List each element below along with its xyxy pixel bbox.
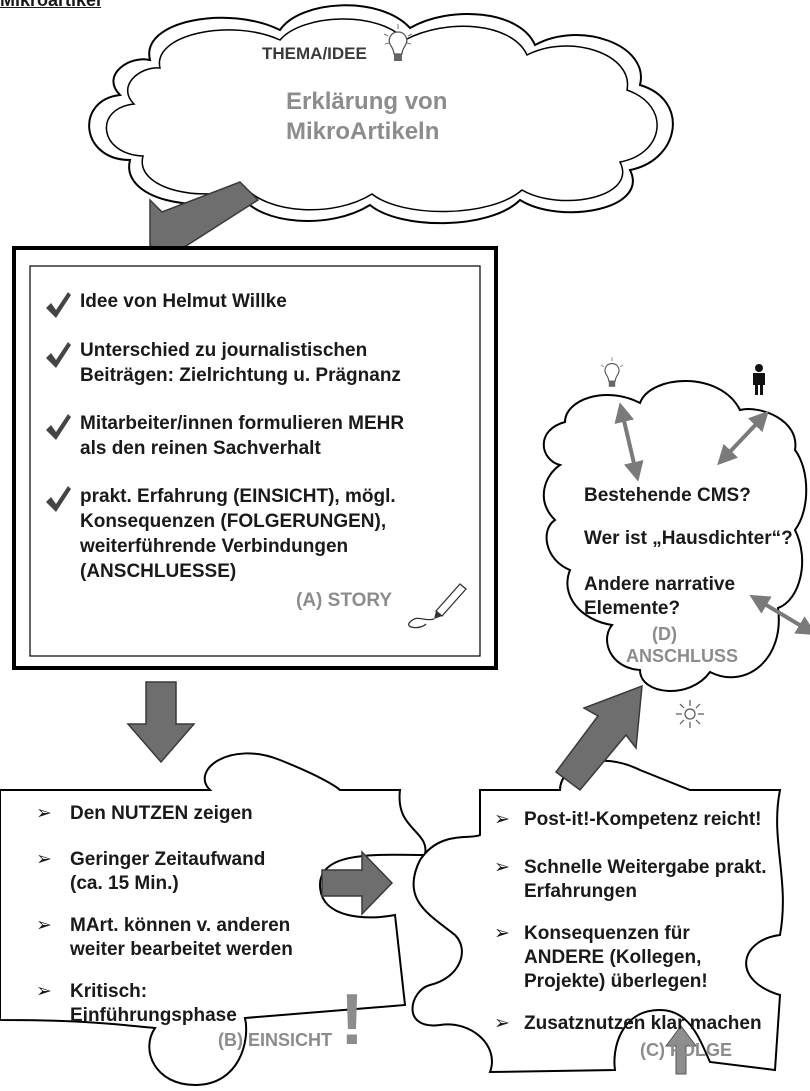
consequence-item-1: Post-it!-Kompetenz reicht! [524, 809, 762, 830]
arrow-up-small [665, 1025, 697, 1075]
story-item-4-line3: weiterführende Verbindungen [80, 536, 349, 557]
page-title-partial: Mikroartikel [0, 0, 102, 10]
consequence-bullet-4: ➢ [494, 1013, 510, 1034]
sun-icon [676, 700, 704, 728]
consequence-item-3-line1: Konsequenzen für [524, 923, 690, 944]
story-item-4-line1: prakt. Erfahrung (EINSICHT), mögl. [80, 486, 396, 507]
idea-cloud-shape [88, 4, 674, 225]
arrow-down [126, 681, 196, 764]
consequence-item-2-line2: Erfahrungen [524, 881, 637, 902]
consequence-bullet-3: ➢ [494, 923, 510, 944]
consequence-item-3-line2: ANDERE (Kollegen, [524, 947, 702, 968]
story-item-4-line2: Konsequenzen (FOLGERUNGEN), [80, 511, 387, 532]
insight-caption: (B) EINSICHT [218, 1030, 332, 1050]
connector-arrow-right [749, 594, 810, 636]
arrow-right [321, 850, 394, 916]
story-caption: (A) STORY [296, 590, 393, 611]
exclamation-icon: ! [340, 980, 364, 1060]
story-item-2-line1: Unterschied zu journalistischen [80, 340, 368, 361]
insight-bullet-2: ➢ [36, 849, 52, 870]
connection-caption-line2: ANSCHLUSS [626, 646, 739, 666]
story-box-outer [12, 246, 498, 670]
connection-question-2: Wer ist „Hausdichter“? [584, 528, 793, 549]
story-item-4-line4: (ANSCHLUESSE) [80, 561, 237, 582]
idea-cloud-inner [105, 18, 658, 213]
arrow-up-right [554, 684, 643, 792]
story-item-3-line2: als den reinen Sachverhalt [80, 438, 321, 459]
connection-question-3-line1: Andere narrative [584, 574, 736, 595]
consequence-bullet-1: ➢ [494, 809, 510, 830]
consequence-bullet-2: ➢ [494, 857, 510, 878]
checkmark-icon [46, 292, 71, 318]
checkmark-icon [46, 486, 71, 512]
insight-item-2-line1: Geringer Zeitaufwand [70, 849, 266, 870]
consequence-caption: (C) FOLGE [640, 1040, 732, 1060]
lightbulb-icon [383, 24, 413, 61]
insight-bullet-4: ➢ [36, 981, 52, 1002]
checkmark-icon [46, 414, 71, 440]
pencil-icon [408, 583, 467, 629]
insight-item-4-line1: Kritisch: [70, 981, 148, 1002]
consequence-item-4: Zusatznutzen klar machen [524, 1013, 762, 1034]
story-item-1: Idee von Helmut Willke [80, 291, 287, 312]
story-box-inner [29, 265, 481, 657]
story-item-2-line2: Beiträgen: Zielrichtung u. Prägnanz [80, 365, 401, 386]
consequence-piece-shape [411, 759, 784, 1074]
checkmarks [46, 292, 71, 512]
idea-label: THEMA/IDEE [262, 44, 367, 63]
insight-bullet-1: ➢ [36, 803, 52, 824]
consequence-item-3-line3: Projekte) überlegen! [524, 971, 708, 992]
checkmark-icon [46, 342, 71, 368]
insight-item-4-line2: Einführungsphase [70, 1005, 237, 1026]
person-icon [753, 364, 765, 395]
idea-topic-line2: MikroArtikeln [286, 118, 440, 145]
connection-question-1: Bestehende CMS? [584, 485, 751, 506]
insight-bullet-3: ➢ [36, 915, 52, 936]
consequence-item-2-line1: Schnelle Weitergabe prakt. [524, 857, 767, 878]
insight-item-3-line2: weiter bearbeitet werden [70, 939, 293, 960]
connection-question-3-line2: Elemente? [584, 598, 681, 619]
story-item-3-line1: Mitarbeiter/innen formulieren MEHR [80, 413, 405, 434]
insight-piece-shape [0, 752, 427, 1087]
insight-item-3-line1: MArt. können v. anderen [70, 915, 291, 936]
lightbulb-icon-small [600, 357, 624, 387]
connector-arrow-lightbulb [614, 402, 644, 482]
connection-caption-line1: (D) [652, 624, 677, 644]
insight-item-1: Den NUTZEN zeigen [70, 803, 253, 824]
insight-item-2-line2: (ca. 15 Min.) [70, 873, 179, 894]
idea-topic-line1: Erklärung von [286, 88, 448, 115]
connector-arrow-person [717, 410, 769, 466]
